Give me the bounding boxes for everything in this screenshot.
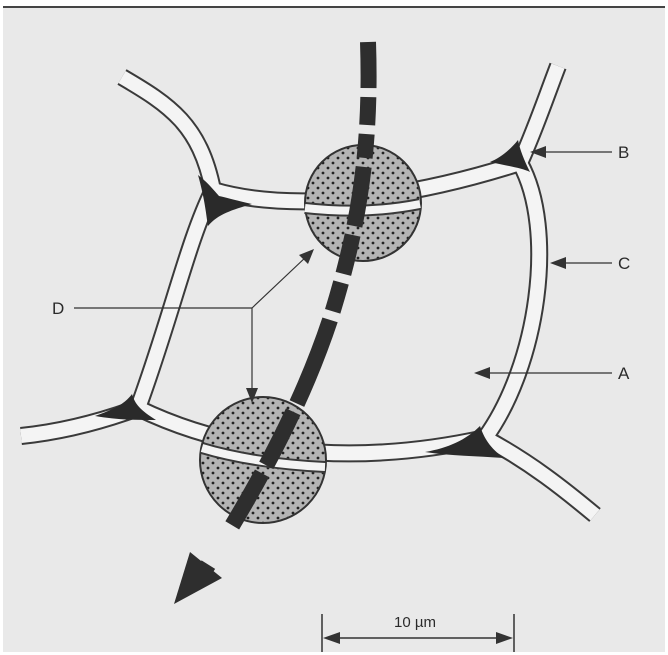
label-b: B bbox=[618, 143, 629, 162]
label-d: D bbox=[52, 299, 64, 318]
label-c: C bbox=[618, 254, 630, 273]
scale-bar-label: 10 µm bbox=[394, 614, 436, 631]
label-a: A bbox=[618, 364, 630, 383]
